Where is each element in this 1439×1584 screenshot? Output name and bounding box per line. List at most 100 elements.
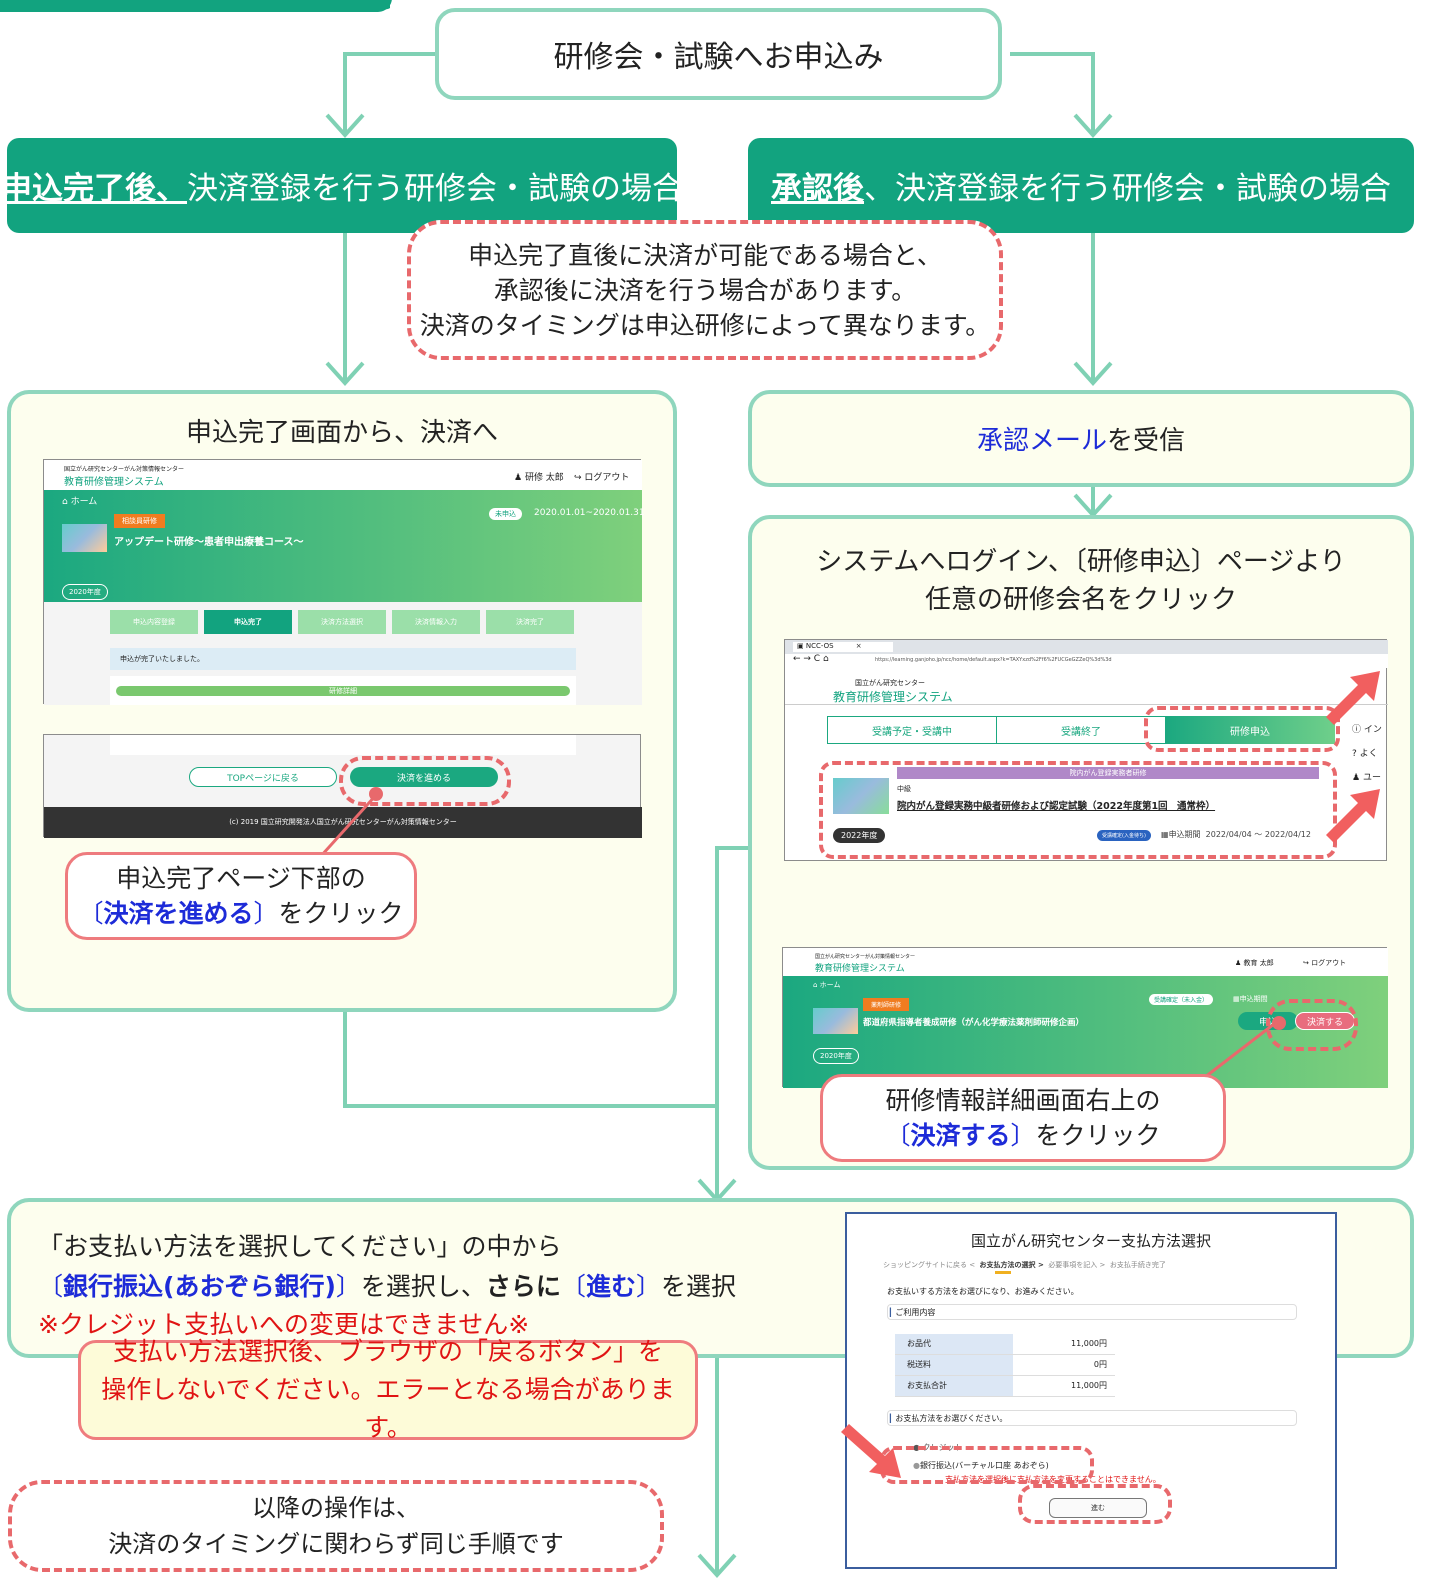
category-badge: 薬剤師研修: [863, 998, 910, 1011]
payment-step-active: お支払方法の選択 >: [979, 1261, 1044, 1269]
logout-link[interactable]: ↪ ログアウト: [574, 473, 630, 483]
done-message: 申込が完了いたしました。: [110, 648, 576, 670]
callout-line: [319, 792, 379, 858]
row-label: お品代: [895, 1334, 1013, 1354]
highlight-pay-button: [1266, 999, 1358, 1051]
payment-title: 国立がん研究センター支払方法選択: [970, 1232, 1211, 1250]
logout-link[interactable]: ↪ ログアウト: [1303, 959, 1347, 967]
cutoff-header-box: [0, 0, 392, 12]
course-hero: ⌂ ホーム 相談員研修 未申込 2020.01.01~2020.01.31 アッ…: [44, 490, 645, 602]
side-menu: ⓘ イン ? よく ♟ ユー: [1352, 718, 1382, 790]
course-thumb: [62, 524, 107, 552]
timing-note-line: 承認後に決済を行う場合があります。: [493, 275, 917, 305]
step-1: 申込内容登録: [110, 610, 198, 634]
next-key: 進む: [585, 1272, 636, 1301]
option-bank-transfer[interactable]: ●銀行振込(バーチャル口座 あおぞら): [913, 1461, 1049, 1470]
org-name: 国立がん研究センターがん対策情報センター: [64, 466, 185, 473]
detail-bar: 研修詳細: [116, 686, 570, 696]
nav-arrows-icon[interactable]: ← → C ⌂: [793, 654, 829, 664]
browser-tab[interactable]: ▣ NCC-OS ×: [793, 642, 893, 652]
system-name: 教育研修管理システム: [815, 964, 905, 974]
approval-mail-highlight: 承認メール: [976, 426, 1107, 456]
red-arrow-icon: [841, 1424, 901, 1478]
highlight-course-card: [819, 761, 1337, 859]
red-arrow-icon: [1326, 671, 1380, 725]
right-screenshot-detail: 国立がん研究センターがん対策情報センター 教育研修管理システム ♟ 教育 太郎 …: [782, 947, 1388, 1088]
tab-apply[interactable]: 研修申込: [1165, 716, 1335, 744]
system-name: 教育研修管理システム: [833, 690, 953, 704]
left-callout-key: 決済を進める: [103, 899, 254, 928]
top-box-label: 研修会・試験へお申込み: [553, 40, 884, 75]
info-icon[interactable]: ⓘ イン: [1352, 725, 1382, 735]
bank-transfer-key: 銀行振込(あおぞら銀行): [63, 1272, 336, 1301]
row-label: 税送料: [895, 1355, 1013, 1375]
warning-line: 支払い方法選択後、ブラウザの「戻るボタン」を: [112, 1337, 663, 1366]
year-badge: 2020年度: [813, 1048, 859, 1064]
course-name[interactable]: アップデート研修～患者申出療養コース～: [114, 537, 304, 548]
course-link[interactable]: 院内がん登録実務中級者研修および認定試験（2022年度第1回 通常枠）: [897, 801, 1216, 812]
bottom-line3: ※クレジット支払いへの変更はできません※: [38, 1310, 530, 1339]
course-name[interactable]: 都道府県指導者養成研修（がん化学療法薬剤師研修企画）: [863, 1018, 1085, 1028]
final-note: 以降の操作は、 決済のタイミングに関わらず同じ手順です: [8, 1480, 664, 1572]
proceed-payment-button[interactable]: 決済を進める: [350, 767, 498, 787]
right-callout-line1: 研修情報詳細画面右上の: [885, 1086, 1161, 1115]
row-label: お支払合計: [895, 1376, 1013, 1396]
status-badge: 受講確定（未入金）: [1149, 994, 1214, 1005]
payment-prompt: お支払いする方法をお選びになり、お進みください。: [887, 1287, 1079, 1296]
step-5: 決済完了: [486, 610, 574, 634]
next-button[interactable]: 進む: [1049, 1498, 1147, 1518]
user-menu[interactable]: ♟ 研修 太郎: [514, 473, 564, 483]
right-header: 承認後、決済登録を行う研修会・試験の場合: [748, 138, 1414, 233]
right-panel-title-1: システムへログイン、〔研修申込〕ページより: [816, 547, 1346, 577]
address-bar[interactable]: https://learning.ganjoho.jp/ncc/home/def…: [875, 657, 1112, 663]
top-page-button[interactable]: TOPページに戻る: [189, 767, 337, 787]
payment-notice: 支払方法を選択後に支払方法を変更することはできません。: [945, 1475, 1161, 1484]
org-name: 国立がん研究センター: [855, 679, 925, 687]
row-value: 11,000円: [1071, 1381, 1107, 1390]
left-screenshot-complete: 国立がん研究センターがん対策情報センター 教育研修管理システム ♟ 研修 太郎 …: [43, 459, 645, 705]
payment-screenshot: 国立がん研究センター支払方法選択 ショッピングサイトに戻る < お支払方法の選択…: [845, 1212, 1337, 1569]
tab-upcoming[interactable]: 受講予定・受講中: [827, 716, 997, 744]
user-icon[interactable]: ♟ ユー: [1352, 773, 1381, 783]
left-panel-title: 申込完了画面から、決済へ: [185, 418, 498, 448]
step-3: 決済方法選択: [298, 610, 386, 634]
period: 2020.01.01~2020.01.31: [534, 508, 645, 518]
payment-step: お支払手続き完了: [1109, 1261, 1166, 1269]
home-link[interactable]: ⌂ ホーム: [813, 981, 841, 989]
home-link[interactable]: ⌂ ホーム: [62, 497, 98, 507]
usage-header: ┃ ご利用内容: [887, 1304, 1297, 1320]
tab-finished[interactable]: 受講終了: [996, 716, 1166, 744]
approval-mail-box: 承認メールを受信: [748, 390, 1414, 487]
year-badge: 2020年度: [62, 584, 108, 600]
system-name: 教育研修管理システム: [64, 477, 164, 488]
red-arrow-icon: [1326, 789, 1380, 843]
row-value: 11,000円: [1071, 1339, 1107, 1348]
help-icon[interactable]: ? よく: [1352, 749, 1378, 759]
course-category-bar: 院内がん登録実務者研修: [897, 767, 1319, 779]
right-panel-title-2: 任意の研修会名をクリック: [924, 585, 1237, 615]
highlight-proceed-button: [339, 756, 511, 806]
top-box: 研修会・試験へお申込み: [435, 8, 1002, 100]
payment-step: 必要事項を記入 >: [1048, 1261, 1106, 1269]
course-thumb: [833, 778, 889, 814]
left-callout-line1: 申込完了ページ下部の: [116, 864, 366, 893]
bottom-line2: 〔銀行振込(あおぞら銀行)〕を選択し、さらに〔進む〕を選択: [38, 1272, 736, 1301]
left-header-strong: 申込完了後、: [1, 171, 187, 207]
highlight-apply-tab: [1144, 706, 1340, 752]
right-header-strong: 承認後: [771, 171, 864, 207]
org-name: 国立がん研究センターがん対策情報センター: [815, 954, 916, 960]
left-header-rest: 決済登録を行う研修会・試験の場合: [187, 171, 683, 207]
user-menu[interactable]: ♟ 教育 太郎: [1235, 959, 1274, 967]
timing-note-line: 申込完了直後に決済が可能である場合と、: [468, 240, 942, 270]
right-callout: 研修情報詳細画面右上の 〔決済する〕をクリック: [820, 1074, 1226, 1162]
bottom-line1: 「お支払い方法を選択してください」の中から: [38, 1232, 562, 1261]
category-badge: 相談員研修: [114, 514, 165, 528]
final-note-line: 以降の操作は、: [252, 1494, 420, 1522]
warning-line: 操作しないでください。エラーとなる場合があります。: [101, 1375, 675, 1442]
highlight-next-button: [1018, 1484, 1172, 1524]
right-callout-key: 決済する: [910, 1121, 1011, 1150]
status-badge: 受講確定(入金待ち): [1097, 830, 1151, 841]
right-screenshot-list: ▣ NCC-OS × ← → C ⌂ https://learning.ganj…: [784, 639, 1388, 861]
payment-step[interactable]: ショッピングサイトに戻る <: [883, 1261, 976, 1269]
